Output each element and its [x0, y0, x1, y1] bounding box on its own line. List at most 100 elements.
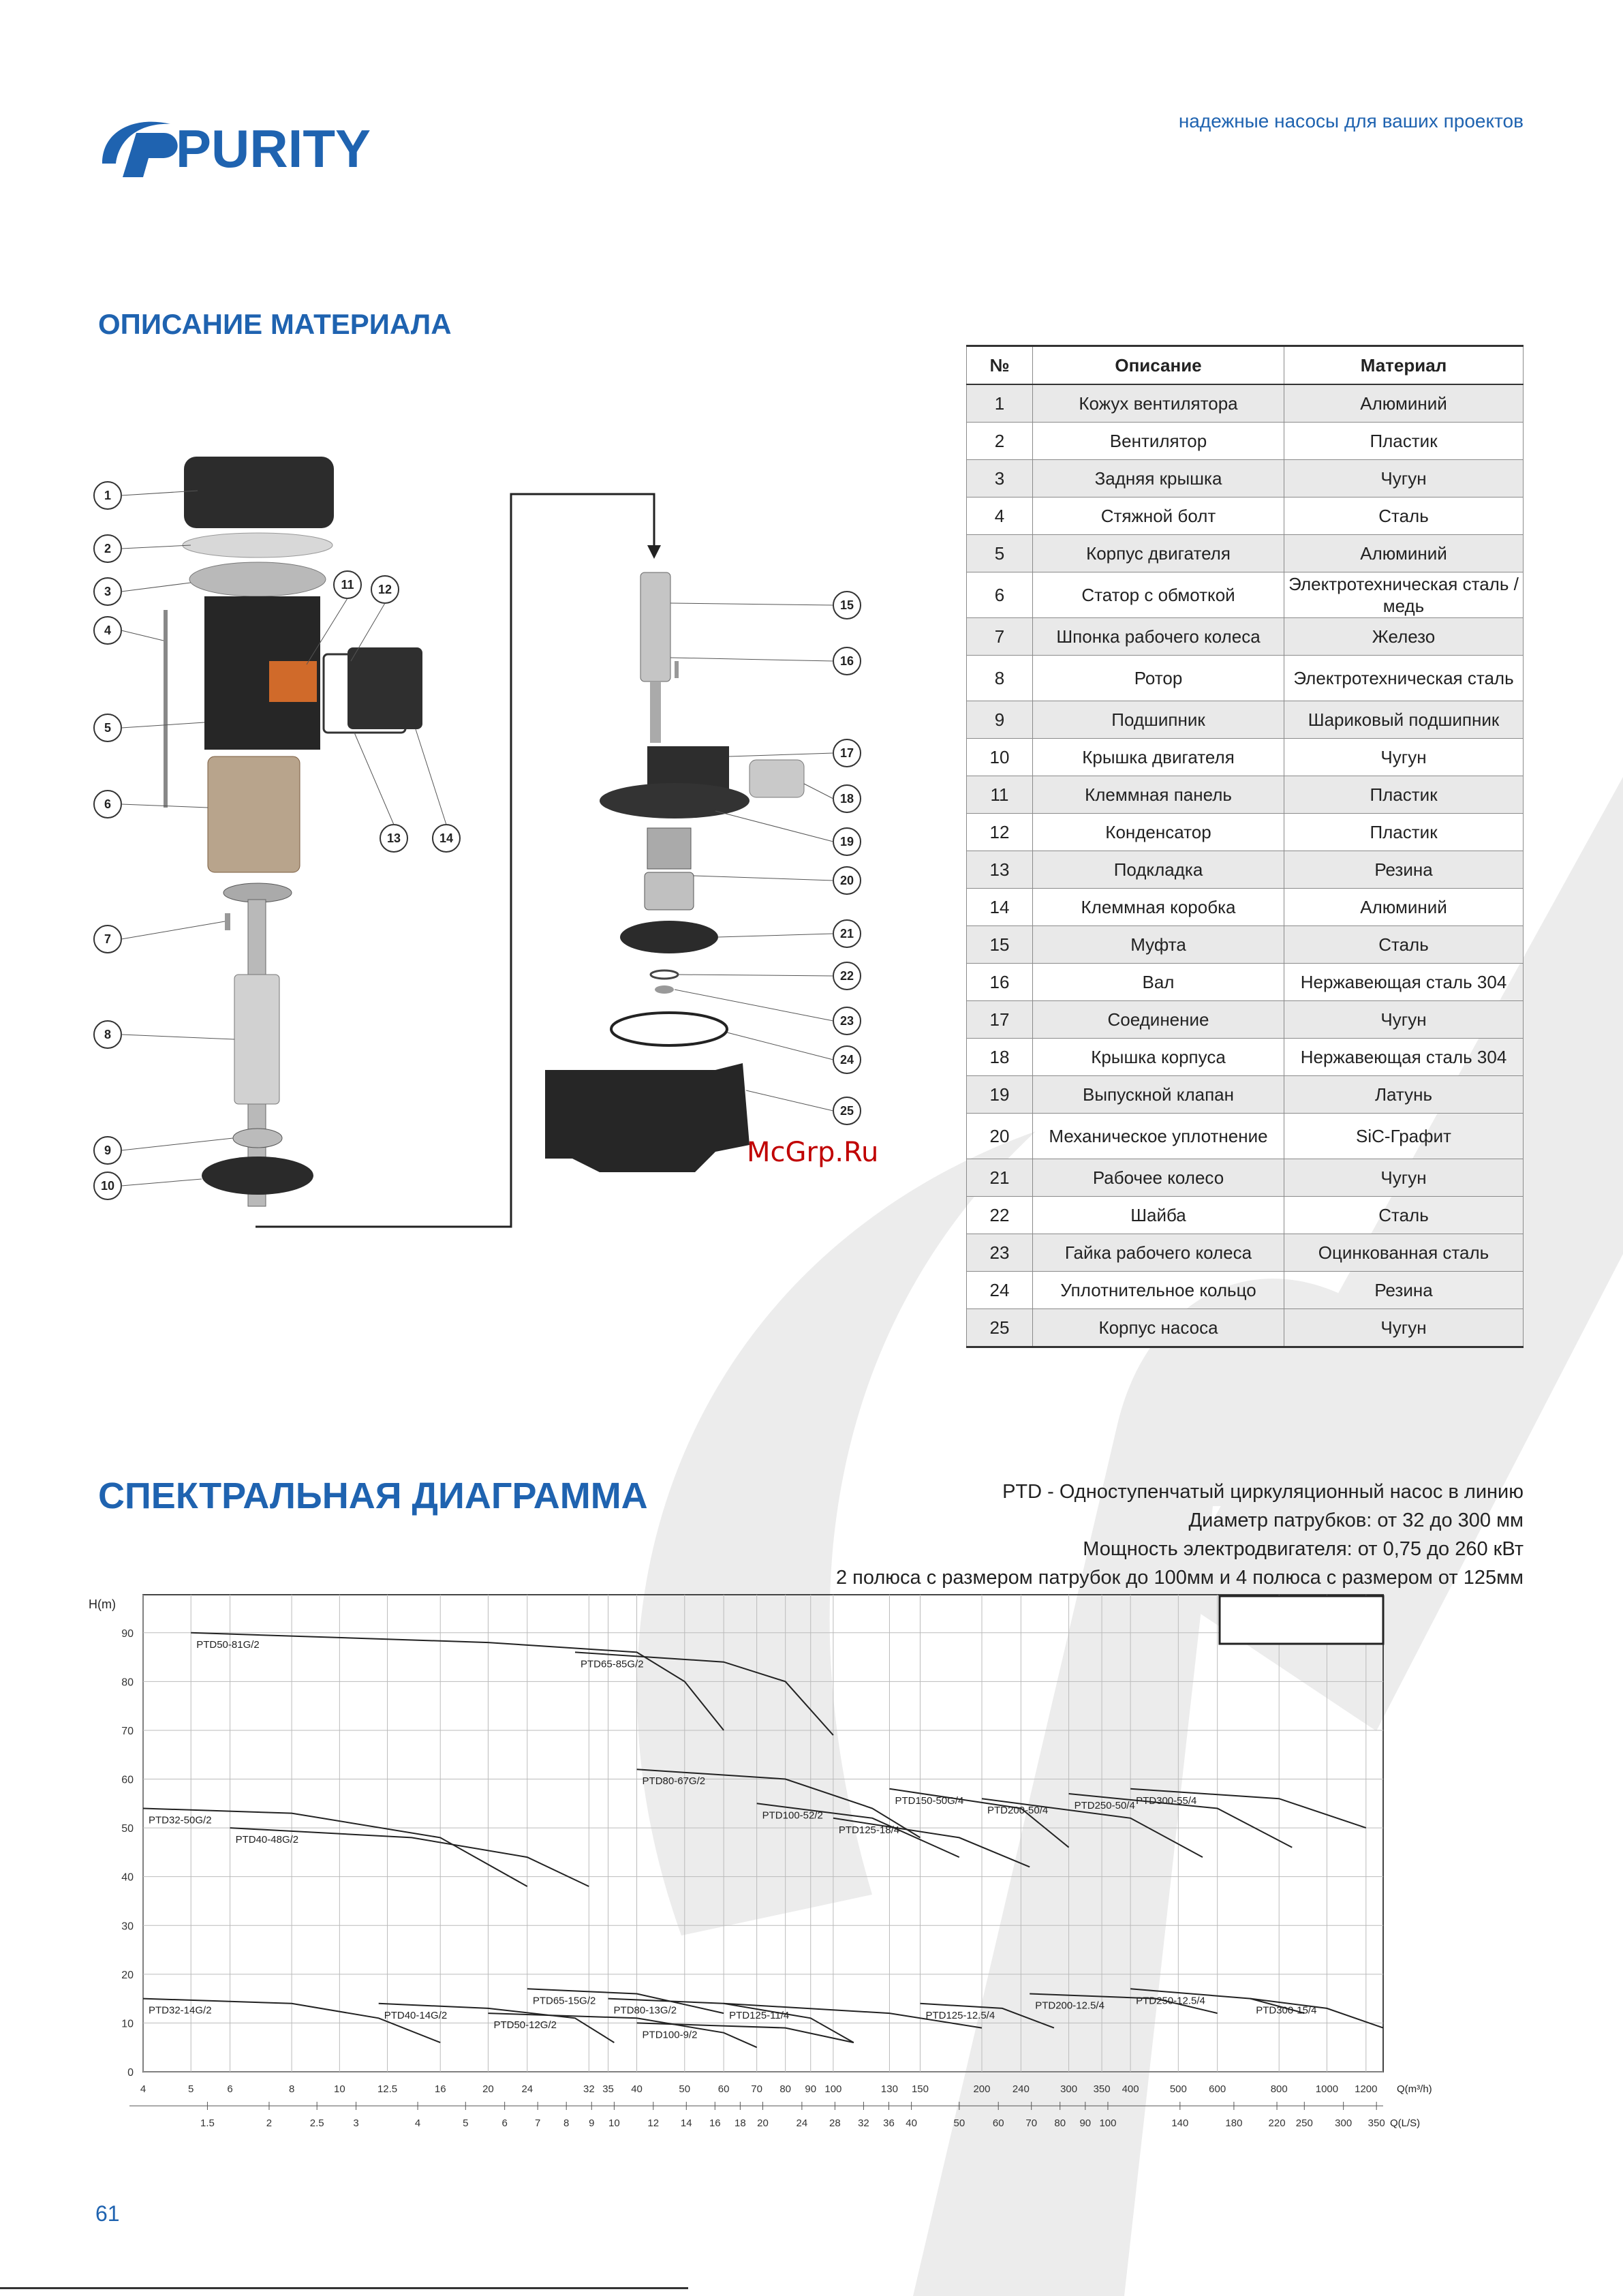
- callout-7: 7: [93, 921, 226, 953]
- callout-13: 13: [354, 732, 408, 853]
- table-cell-material: Электротехническая сталь: [1284, 655, 1524, 701]
- x2-tick-label: 16: [709, 2117, 721, 2129]
- series-curve: [920, 2002, 1055, 2029]
- x2-tick-label: 12: [647, 2117, 659, 2129]
- x2-tick-label: 50: [954, 2117, 965, 2129]
- series-label: PTD65-15G/2: [533, 1995, 596, 2006]
- table-cell-description: Задняя крышка: [1032, 459, 1284, 498]
- table-cell-material: Резина: [1284, 1271, 1524, 1309]
- desc-line: PTD - Одноступенчатый циркуляционный нас…: [1002, 1481, 1524, 1503]
- series-curve: [636, 1769, 921, 1839]
- purity-logo: PURITY: [102, 119, 371, 179]
- callout-17: 17: [728, 739, 861, 767]
- table-cell-description: Соединение: [1032, 1000, 1284, 1039]
- callout-2: 2: [93, 534, 191, 563]
- series-label: PTD40-14G/2: [384, 2010, 448, 2021]
- series-curve: [527, 1988, 724, 2015]
- x2-tick-label: 80: [1054, 2117, 1066, 2129]
- series-label: PTD125-11/4: [729, 2010, 789, 2021]
- table-cell-number: 6: [966, 572, 1033, 618]
- table-cell-material: Латунь: [1284, 1075, 1524, 1114]
- series-curve: [636, 2022, 854, 2044]
- table-cell-number: 21: [966, 1159, 1033, 1197]
- y-tick-label: 60: [121, 1775, 134, 1786]
- x2-tick-label: 9: [589, 2117, 594, 2129]
- table-cell-number: 17: [966, 1000, 1033, 1039]
- table-cell-material: Резина: [1284, 851, 1524, 889]
- spectrum-heading: СПЕКТРАЛЬНАЯ ДИАГРАММА: [98, 1475, 648, 1516]
- table-cell-description: Подкладка: [1032, 851, 1284, 889]
- series-curve: [378, 2002, 615, 2043]
- col-material: Материал: [1284, 345, 1524, 385]
- table-cell-material: Алюминий: [1284, 534, 1524, 572]
- series-curve: [1068, 1793, 1293, 1848]
- x2-tick-label: 1.5: [200, 2117, 215, 2129]
- footer-rule: [0, 2287, 688, 2289]
- table-cell-description: Рабочее колесо: [1032, 1159, 1284, 1197]
- table-cell-number: 10: [966, 738, 1033, 776]
- x-tick-label: 1000: [1316, 2083, 1338, 2095]
- series-label: PTD40-48G/2: [236, 1834, 299, 1846]
- callout-9: 9: [93, 1136, 234, 1165]
- x-tick-label: 6: [227, 2083, 232, 2095]
- svg-text:13: 13: [387, 831, 401, 845]
- table-cell-material: Нержавеющая сталь 304: [1284, 1038, 1524, 1076]
- y-tick-label: 10: [121, 2018, 134, 2030]
- table-cell-material: Сталь: [1284, 1196, 1524, 1234]
- x-tick-label: 50: [679, 2083, 690, 2095]
- series-label: PTD32-14G/2: [149, 2005, 212, 2017]
- y-tick-label: 0: [127, 2067, 134, 2079]
- callout-18: 18: [803, 783, 861, 813]
- x2-tick-label: 20: [757, 2117, 769, 2129]
- x2-tick-label: 3: [353, 2117, 358, 2129]
- table-cell-description: Ротор: [1032, 655, 1284, 701]
- table-cell-material: Чугун: [1284, 459, 1524, 498]
- x2-tick-label: 6: [501, 2117, 507, 2129]
- spectrum-description: PTD - Одноступенчатый циркуляционный нас…: [836, 1478, 1524, 1592]
- x-tick-label: 35: [602, 2083, 614, 2095]
- table-cell-number: 13: [966, 851, 1033, 889]
- callout-11: 11: [306, 570, 362, 665]
- tagline: надежные насосы для ваших проектов: [1178, 110, 1524, 132]
- callout-15: 15: [670, 591, 861, 619]
- table-cell-material: Нержавеющая сталь 304: [1284, 963, 1524, 1001]
- table-cell-number: 11: [966, 776, 1033, 814]
- callout-10: 10: [93, 1172, 202, 1200]
- y-tick-label: 40: [121, 1872, 134, 1884]
- table-cell-material: Пластик: [1284, 813, 1524, 851]
- series-label: PTD250-12.5/4: [1136, 1995, 1205, 2006]
- table-cell-number: 18: [966, 1038, 1033, 1076]
- table-cell-description: Механическое уплотнение: [1032, 1113, 1284, 1159]
- x2-tick-label: 5: [463, 2117, 468, 2129]
- table-cell-material: SiC-Графит: [1284, 1113, 1524, 1159]
- svg-text:23: 23: [840, 1014, 854, 1028]
- table-cell-material: Железо: [1284, 617, 1524, 656]
- callout-6: 6: [93, 790, 208, 818]
- table-cell-description: Шайба: [1032, 1196, 1284, 1234]
- series-label: PTD80-13G/2: [614, 2005, 677, 2017]
- col-description: Описание: [1032, 345, 1284, 385]
- table-cell-number: 7: [966, 617, 1033, 656]
- x2-tick-label: 2: [266, 2117, 272, 2129]
- svg-text:16: 16: [840, 654, 854, 668]
- x-tick-label: 130: [881, 2083, 898, 2095]
- table-cell-number: 12: [966, 813, 1033, 851]
- svg-text:15: 15: [840, 598, 854, 612]
- series-curve: [191, 1632, 724, 1731]
- col-number: №: [966, 345, 1033, 385]
- table-cell-material: Пластик: [1284, 422, 1524, 460]
- table-cell-description: Крышка двигателя: [1032, 738, 1284, 776]
- x2-tick-label: 140: [1171, 2117, 1188, 2129]
- table-cell-description: Крышка корпуса: [1032, 1038, 1284, 1076]
